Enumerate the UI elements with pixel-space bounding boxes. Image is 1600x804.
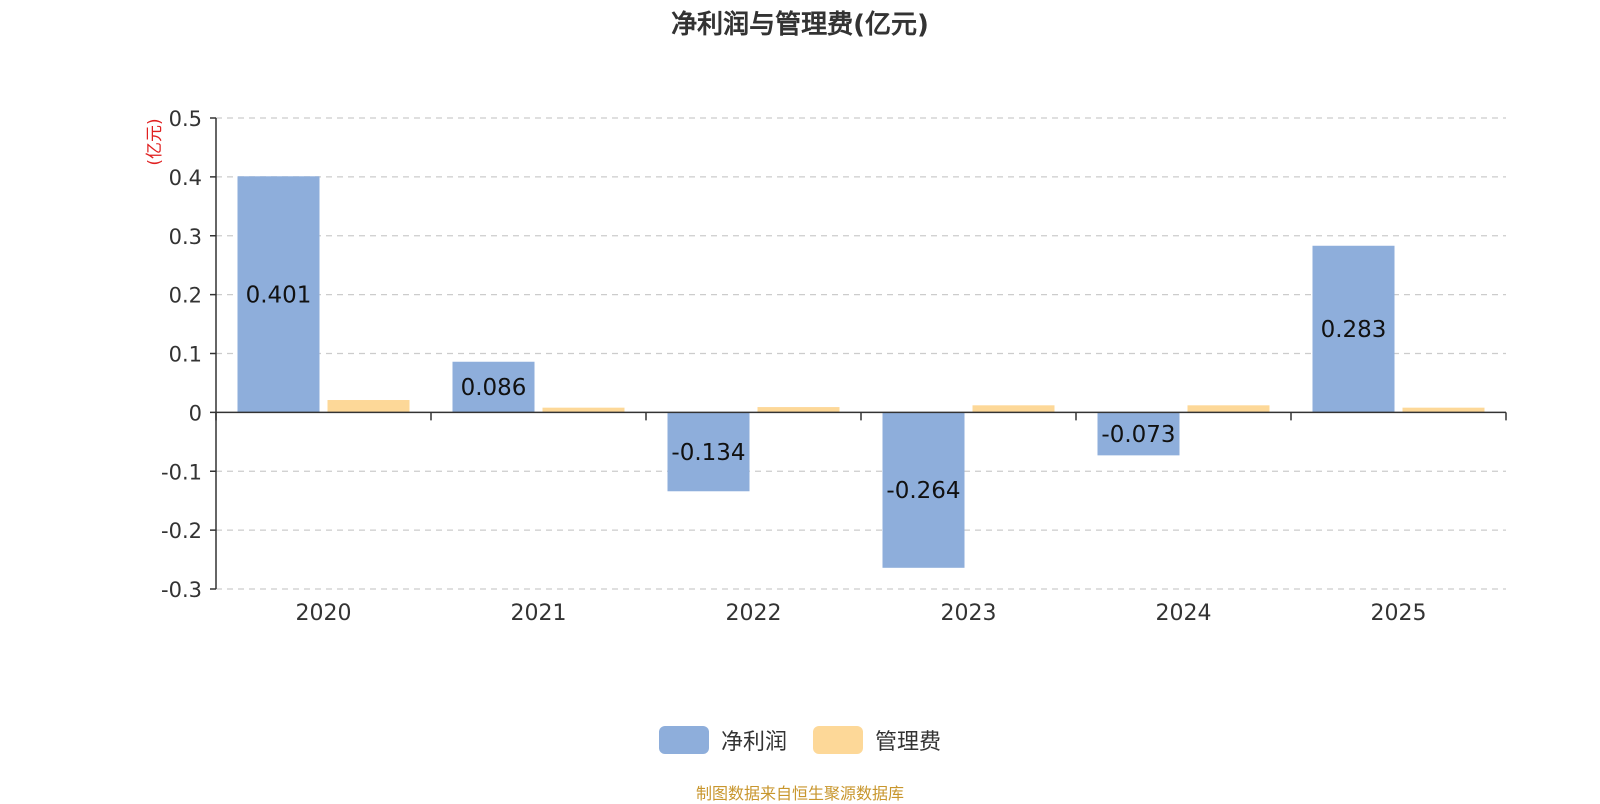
bar-net-profit[interactable] (1312, 245, 1395, 413)
bar-net-profit[interactable] (237, 176, 320, 413)
y-tick-label: 0.2 (169, 284, 202, 308)
y-tick-label: -0.2 (161, 519, 202, 543)
bar-data-label: 0.401 (246, 282, 312, 308)
legend-item-net-profit[interactable]: 净利润 (658, 724, 787, 756)
y-tick-label: 0 (189, 401, 202, 425)
y-tick-label: 0.4 (169, 166, 202, 190)
bar-admin-expense[interactable] (972, 405, 1055, 413)
bar-data-label: -0.073 (1101, 422, 1175, 448)
bar-admin-expense[interactable] (1402, 407, 1485, 413)
y-tick-label: 0.5 (169, 107, 202, 131)
source-note: 制图数据来自恒生聚源数据库 (695, 784, 904, 803)
bar-data-label: 0.283 (1321, 317, 1387, 343)
bar-data-label: -0.134 (671, 440, 745, 466)
x-tick-label: 2021 (511, 601, 567, 626)
legend: 净利润 管理费 (0, 724, 1600, 756)
x-tick-label: 2024 (1156, 601, 1212, 626)
chart-title: 净利润与管理费(亿元) (671, 10, 929, 40)
bar-admin-expense[interactable] (757, 407, 840, 413)
y-tick-label: 0.1 (169, 343, 202, 367)
legend-label-net-profit: 净利润 (720, 730, 787, 755)
bar-data-label: 0.086 (461, 375, 527, 401)
x-tick-label: 2023 (941, 601, 997, 626)
y-tick-label: -0.1 (161, 460, 202, 484)
legend-label-admin-expense: 管理费 (875, 730, 942, 755)
bar-net-profit[interactable] (667, 412, 750, 492)
y-tick-label: -0.3 (161, 578, 202, 602)
legend-swatch-net-profit (658, 726, 709, 754)
x-tick-label: 2025 (1371, 601, 1427, 626)
x-tick-label: 2022 (726, 601, 782, 626)
bar-net-profit[interactable] (452, 361, 535, 413)
bar-admin-expense[interactable] (1187, 405, 1270, 413)
bar-admin-expense[interactable] (327, 400, 410, 413)
x-tick-label: 2020 (296, 601, 352, 626)
legend-item-admin-expense[interactable]: 管理费 (813, 724, 941, 756)
y-tick-label: 0.3 (169, 225, 202, 249)
y-axis-title: (亿元) (145, 118, 165, 165)
bar-net-profit[interactable] (882, 412, 965, 568)
labels: 0.5 0.4 0.3 0.2 0.1 0 -0.1 -0.2 -0.3 (亿元) 0.401 202… (145, 107, 1427, 626)
bar-admin-expense[interactable] (542, 407, 625, 413)
bars (237, 176, 1485, 568)
grid-lines (216, 117, 1506, 590)
axes (210, 117, 1507, 590)
bar-data-label: -0.264 (886, 478, 960, 504)
bar-net-profit[interactable] (1097, 412, 1180, 456)
legend-swatch-admin-expense (813, 726, 863, 754)
